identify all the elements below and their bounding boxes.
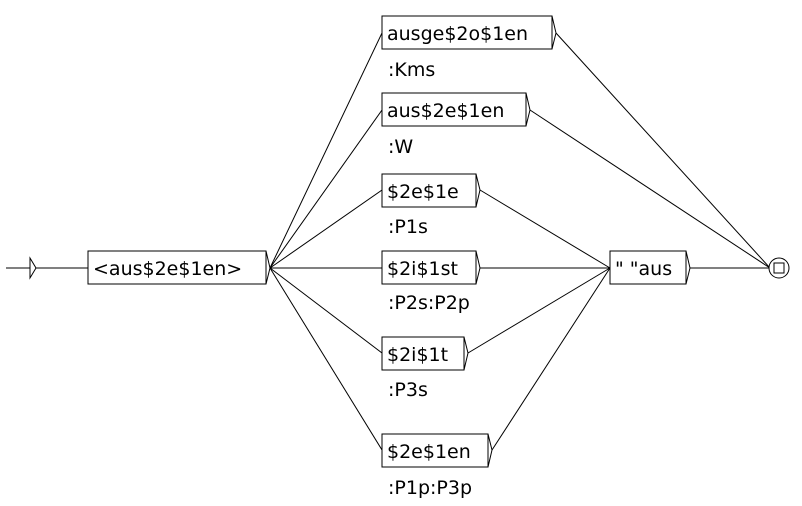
- node-p1s-label: $2e$1e: [387, 181, 459, 203]
- node-root-box: [87, 250, 267, 285]
- final-state-square-icon: [773, 262, 785, 274]
- node-w[interactable]: aus$2e$1en :W: [381, 92, 531, 158]
- node-p3s-output: :P3s: [388, 379, 428, 401]
- node-p1p-output: :P1p:P3p: [388, 477, 472, 499]
- node-root[interactable]: <aus$2e$1en>: [87, 250, 271, 285]
- edge-root-w: [269, 109, 383, 269]
- edge-root-p1p: [269, 267, 383, 451]
- node-p1p-label: $2e$1en: [387, 441, 471, 463]
- final-state[interactable]: [768, 257, 790, 279]
- edge-root-kms: [269, 32, 383, 269]
- node-p2s-arrow-icon: [475, 250, 481, 285]
- node-p1s-output: :P1s: [388, 216, 428, 238]
- initial-arrow-icon: [29, 256, 37, 280]
- node-kms-arrow-icon: [551, 15, 557, 50]
- edge-p1s-aus: [479, 189, 611, 269]
- node-root-arrow-icon: [265, 250, 271, 285]
- node-aus[interactable]: " "aus: [609, 250, 691, 285]
- node-w-arrow-icon: [525, 92, 531, 127]
- node-w-box: [381, 92, 527, 127]
- node-aus-label: " "aus: [615, 258, 672, 280]
- node-w-output: :W: [388, 136, 413, 158]
- edge-root-p3s: [269, 267, 383, 354]
- node-p2s[interactable]: $2i$1st :P2s:P2p: [381, 250, 481, 314]
- node-kms-label: ausge$2o$1en: [387, 23, 528, 45]
- edge-kms-final: [555, 32, 771, 269]
- node-kms[interactable]: ausge$2o$1en :Kms: [381, 15, 557, 81]
- node-p2s-box: [381, 250, 477, 285]
- node-p1s-box: [381, 173, 477, 208]
- node-p3s-arrow-icon: [463, 336, 469, 371]
- node-aus-arrow-icon: [685, 250, 691, 285]
- node-p1p-box: [381, 433, 489, 468]
- node-aus-box: [609, 250, 687, 285]
- node-w-label: aus$2e$1en: [387, 100, 504, 122]
- node-kms-output: :Kms: [388, 59, 435, 81]
- node-root-label: <aus$2e$1en>: [93, 258, 242, 280]
- node-p1p[interactable]: $2e$1en :P1p:P3p: [381, 433, 493, 499]
- node-p3s-label: $2i$1t: [387, 344, 448, 366]
- edge-w-final: [529, 109, 771, 269]
- edge-p3s-aus: [467, 267, 611, 354]
- edge-p1p-aus: [491, 267, 611, 451]
- node-p1s[interactable]: $2e$1e :P1s: [381, 173, 481, 238]
- node-p1p-arrow-icon: [487, 433, 493, 468]
- initial-state: [6, 256, 37, 280]
- node-p3s[interactable]: $2i$1t :P3s: [381, 336, 469, 401]
- edges: [36, 32, 771, 451]
- node-p2s-output: :P2s:P2p: [388, 292, 470, 314]
- edge-root-p1s: [269, 189, 383, 269]
- node-p3s-box: [381, 336, 465, 371]
- node-p2s-label: $2i$1st: [387, 258, 458, 280]
- node-p1s-arrow-icon: [475, 173, 481, 208]
